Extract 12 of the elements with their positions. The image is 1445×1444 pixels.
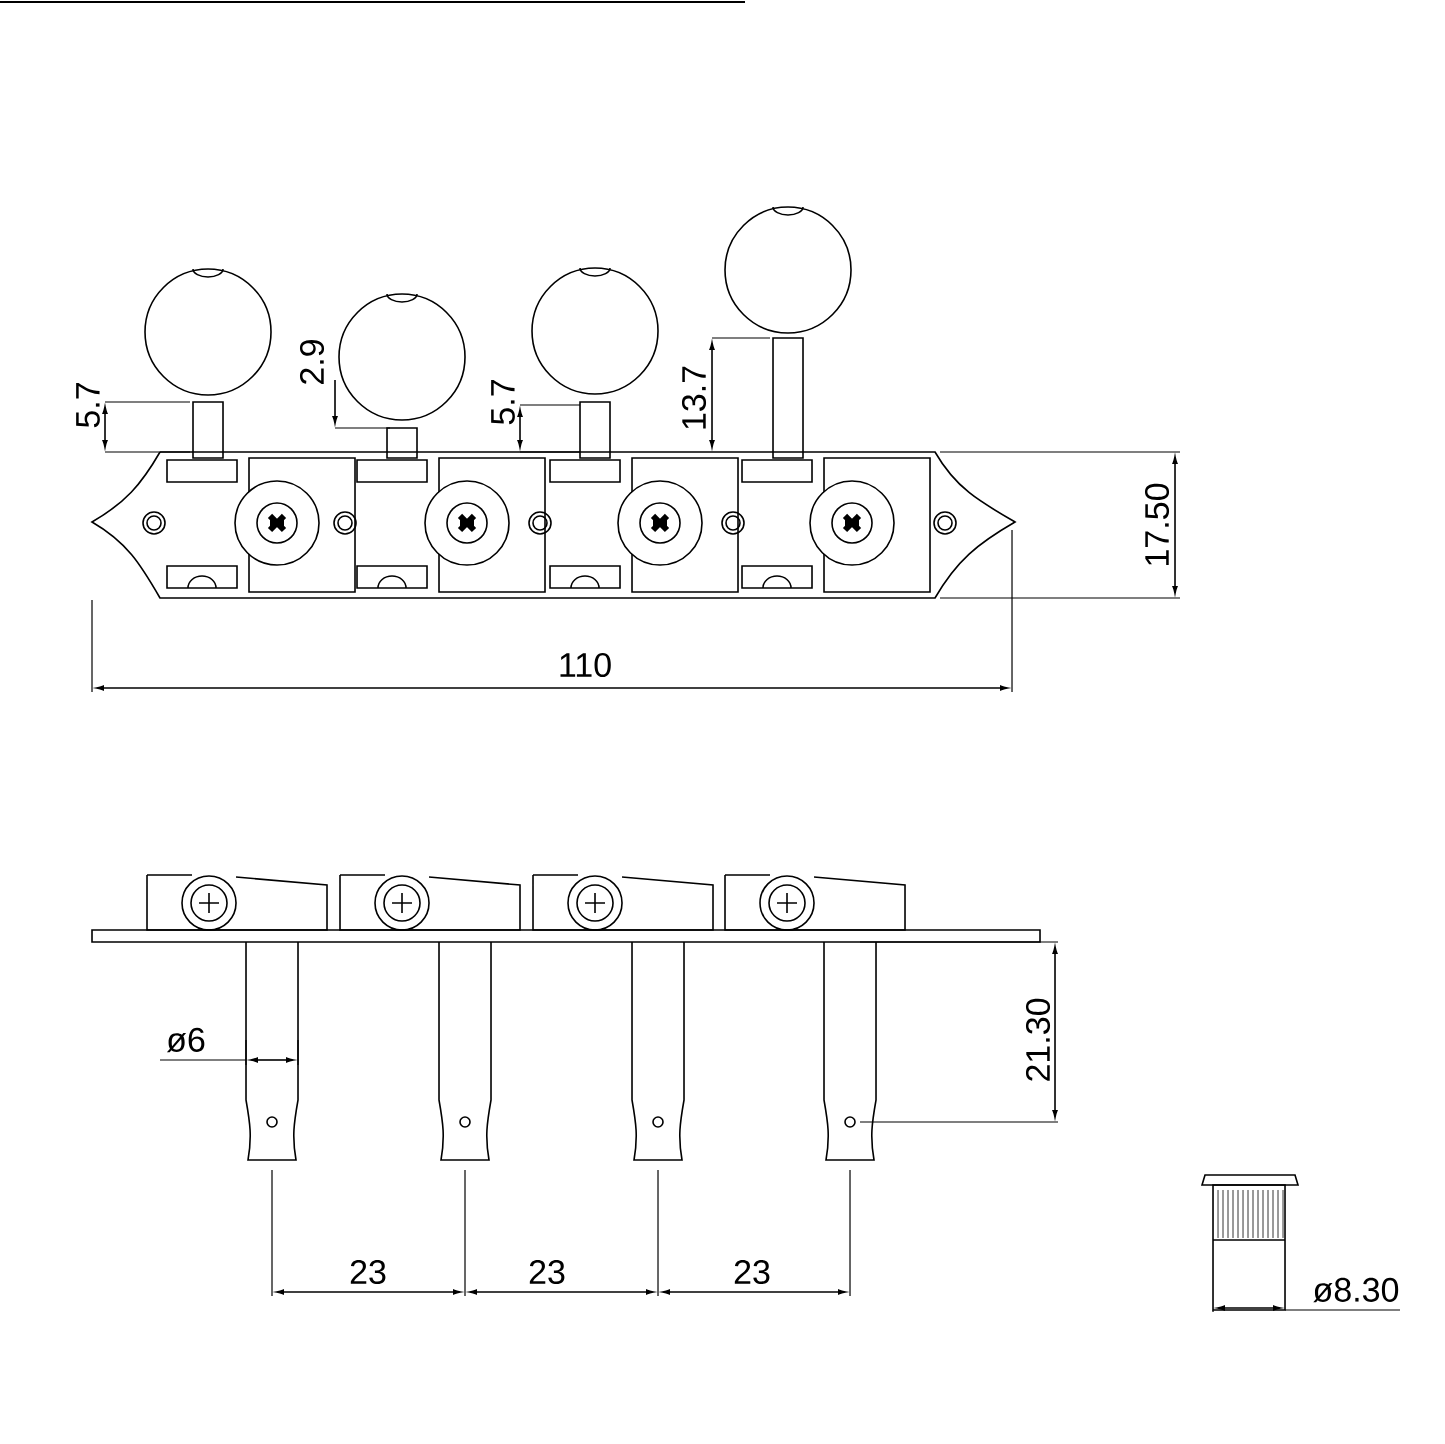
- dimension-label: 13.7: [681, 366, 707, 429]
- dimension-label: 5.7: [491, 380, 515, 425]
- dimension-label: 110: [560, 652, 611, 678]
- dimension-label: ø6: [166, 1027, 205, 1053]
- dimension-label: 23: [529, 1259, 565, 1285]
- dimension-label: 2.9: [299, 339, 325, 384]
- dimension-label: 17.50: [1144, 483, 1170, 565]
- dimension-label: 23: [734, 1259, 770, 1285]
- dimension-label: 5.7: [76, 383, 100, 428]
- dimension-label: 21.30: [1025, 998, 1051, 1081]
- dimension-label: ø8.30: [1313, 1277, 1399, 1303]
- dimension-label: 23: [350, 1259, 386, 1285]
